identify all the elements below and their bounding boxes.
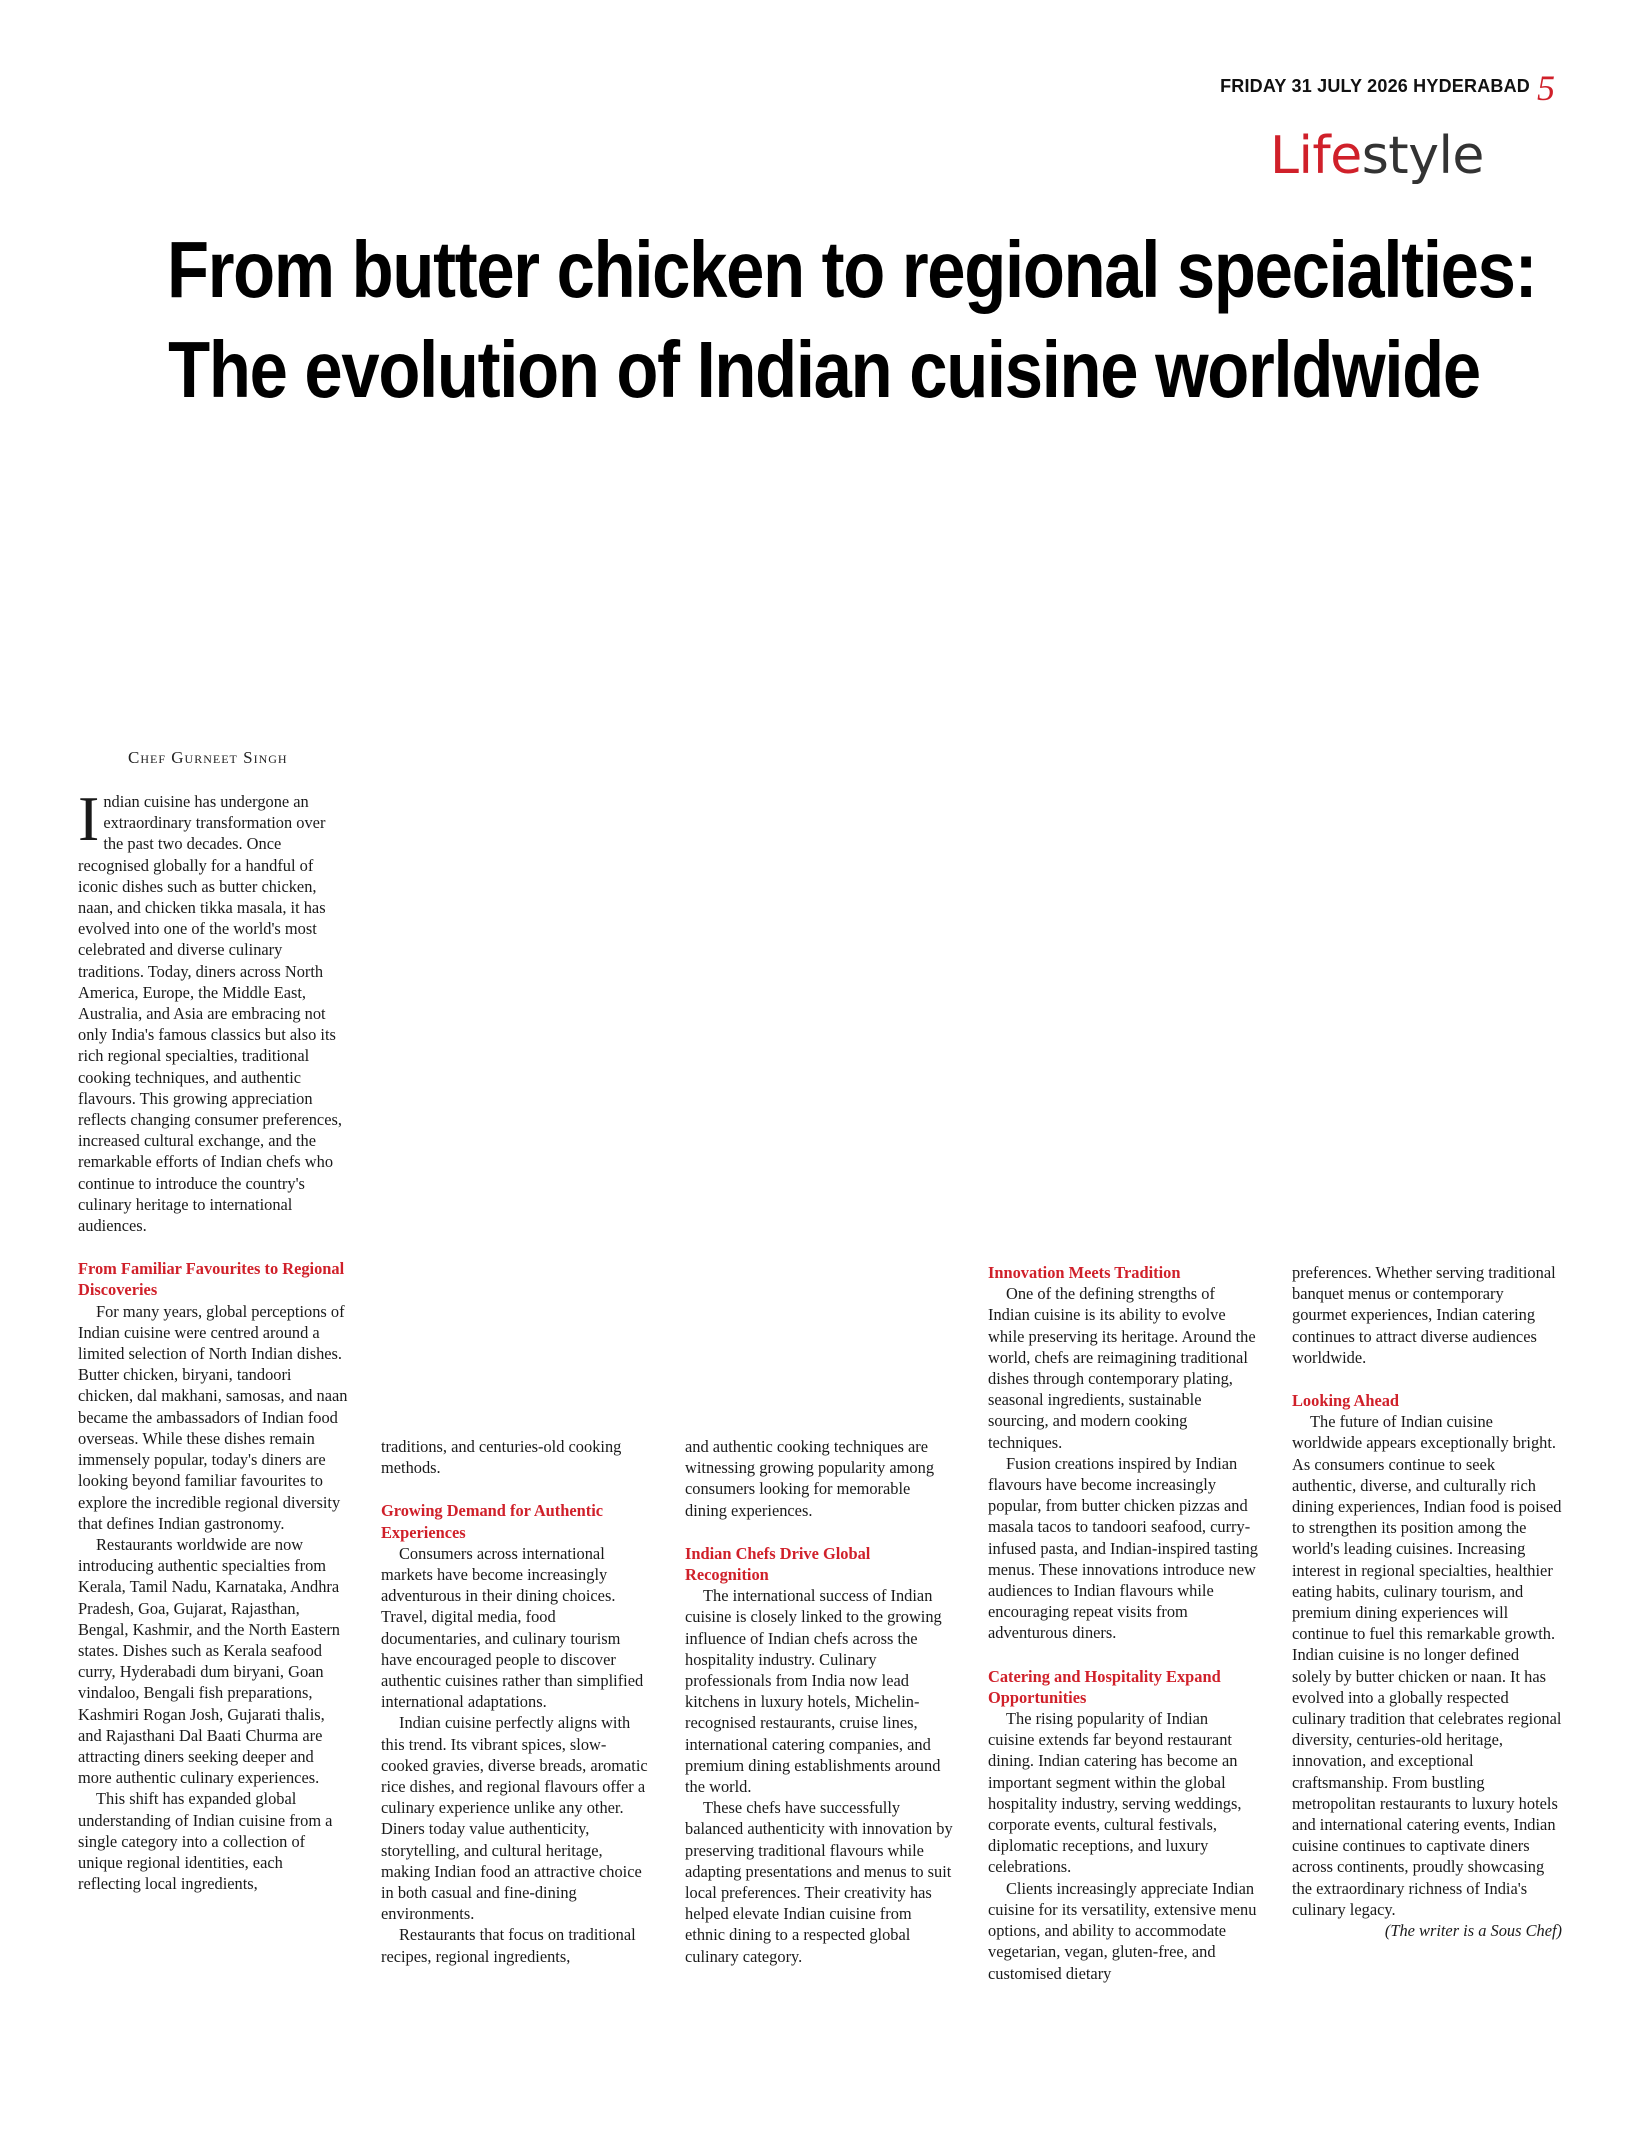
section-label-part1: Life xyxy=(1270,126,1362,186)
section-heading: Looking Ahead xyxy=(1292,1391,1400,1411)
article-column-5: preferences. Whether serving traditional… xyxy=(1292,1262,1562,1941)
paragraph: The international success of Indian cuis… xyxy=(685,1586,942,1797)
section-heading: Growing Demand for Authentic Experiences xyxy=(381,1501,604,1542)
paragraph: Restaurants that focus on traditional re… xyxy=(381,1925,636,1966)
paragraph: Indian cuisine perfectly aligns with thi… xyxy=(381,1713,648,1924)
intro-text: ndian cuisine has undergone an extraordi… xyxy=(78,792,342,1236)
page-number: 5 xyxy=(1537,68,1555,108)
section-heading: Catering and Hospitality Expand Opportun… xyxy=(988,1666,1221,1707)
paragraph: The rising popularity of Indian cuisine … xyxy=(988,1709,1242,1877)
paragraph: Consumers across international markets h… xyxy=(381,1543,644,1712)
paragraph-continued: preferences. Whether serving traditional… xyxy=(1292,1263,1556,1367)
paragraph: One of the defining strengths of Indian … xyxy=(988,1284,1256,1452)
article-column-2: traditions, and centuries-old cooking me… xyxy=(381,1436,651,1967)
paragraph: Clients increasingly appreciate Indian c… xyxy=(988,1878,1257,1983)
article-column-3: and authentic cooking techniques are wit… xyxy=(685,1436,955,1967)
section-heading: Innovation Meets Tradition xyxy=(988,1263,1181,1282)
section-heading: From Familiar Favourites to Regional Dis… xyxy=(78,1259,345,1300)
paragraph: This shift has expanded global understan… xyxy=(78,1789,333,1894)
paragraph-continued: and authentic cooking techniques are wit… xyxy=(685,1437,935,1520)
paragraph: These chefs have successfully balanced a… xyxy=(685,1798,953,1966)
headline: From butter chicken to regional specialt… xyxy=(166,220,1538,420)
paragraph: Fusion creations inspired by Indian flav… xyxy=(988,1453,1258,1643)
paragraph: Restaurants worldwide are now introducin… xyxy=(78,1534,340,1788)
paragraph: The future of Indian cuisine worldwide a… xyxy=(1292,1412,1562,1919)
byline: Chef Gurneet Singh xyxy=(128,748,288,767)
article-column-4: Innovation Meets Tradition One of the de… xyxy=(988,1262,1258,1984)
section-label-part2: style xyxy=(1361,126,1485,186)
headline-line2: The evolution of Indian cuisine worldwid… xyxy=(168,325,1481,414)
paragraph-continued: traditions, and centuries-old cooking me… xyxy=(381,1437,622,1478)
section-label: Lifestyle xyxy=(1270,130,1484,182)
headline-line1: From butter chicken to regional specialt… xyxy=(166,225,1538,314)
drop-cap: I xyxy=(78,783,100,854)
paragraph: For many years, global perceptions of In… xyxy=(78,1301,348,1533)
section-heading: Indian Chefs Drive Global Recognition xyxy=(685,1543,871,1585)
dateline: FRIDAY 31 JULY 2026 HYDERABAD xyxy=(1220,76,1530,96)
writer-credit: (The writer is a Sous Chef) xyxy=(1384,1921,1562,1941)
